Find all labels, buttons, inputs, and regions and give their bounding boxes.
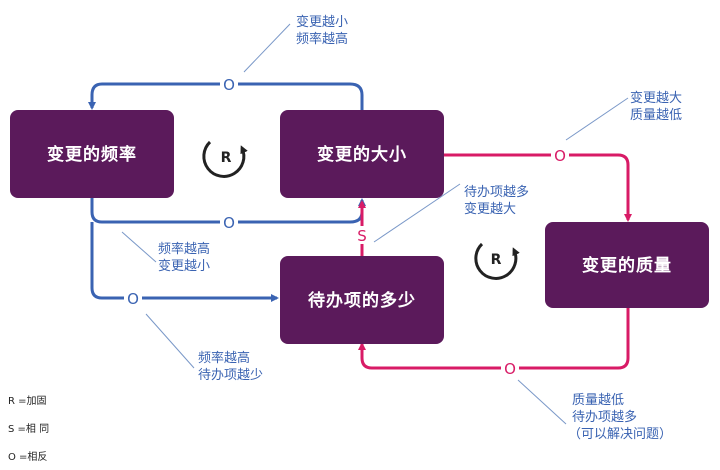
label-frequency-to-backlog: O [127,290,139,308]
legend-item-o: O =相反 [8,450,47,463]
leader-quality-to-backlog [517,379,567,425]
note-line: （可以解决问题） [568,427,672,442]
note-line: 质量越低 [572,393,624,408]
note-line: 变更越小 [158,258,210,274]
box-size-label: 变更的大小 [317,144,407,165]
leader-frequency-to-size [121,231,157,263]
box-quality-label: 变更的质量 [582,255,672,276]
note-line: 待办项越多 [464,184,529,200]
link-frequency-to-backlog [90,222,279,302]
label-size-to-quality: O [554,147,566,165]
loop-left-label: R [221,150,232,166]
note-line: 质量越低 [630,108,682,123]
leader-backlog-to-size [373,183,461,243]
note-frequency-to-size: 频率越高 变更越小 [158,241,214,274]
link-quality-to-backlog [358,308,630,370]
note-line: 变更越大 [630,90,682,106]
note-line: 待办项越少 [198,368,263,383]
box-quality: 变更的质量 [545,222,709,308]
legend: R =加固 S =相 同 O =相反 [8,395,49,463]
leader-frequency-to-backlog [145,313,195,369]
link-size-to-quality [442,153,632,222]
label-backlog-to-size: S [357,227,367,245]
legend-item-r: R =加固 [8,395,47,407]
box-frequency: 变更的频率 [10,110,174,198]
loop-arrow-icon [202,140,248,178]
note-quality-to-backlog: 质量越低 待办项越多 （可以解决问题） [568,393,672,442]
label-frequency-to-size: O [223,214,235,232]
note-size-to-quality: 变更越大 质量越低 [630,90,686,123]
note-line: 频率越高 [198,350,250,366]
label-size-to-frequency: O [223,76,235,94]
note-line: 变更越大 [464,201,516,217]
label-quality-to-backlog: O [504,360,516,378]
box-frequency-label: 变更的频率 [47,144,137,165]
note-top-line: 变更越小 [296,14,348,30]
note-top-line: 频率越高 [296,31,348,47]
loop-right-label: R [491,252,502,268]
note-backlog-to-size: 待办项越多 变更越大 [464,184,533,217]
note-line: 待办项越多 [572,409,637,425]
leader-top [243,23,291,73]
loop-right: R [474,242,520,280]
leader-size-to-quality [565,97,629,141]
loop-arrow-icon [474,242,520,280]
loop-left: R [202,140,248,178]
note-line: 频率越高 [158,241,210,257]
note-frequency-to-backlog: 频率越高 待办项越少 [198,350,263,383]
box-backlog: 待办项的多少 [280,256,444,344]
box-backlog-label: 待办项的多少 [308,290,416,311]
legend-item-s: S =相 同 [8,422,49,435]
box-size: 变更的大小 [280,110,444,198]
note-top: 变更越小 频率越高 [296,14,352,47]
